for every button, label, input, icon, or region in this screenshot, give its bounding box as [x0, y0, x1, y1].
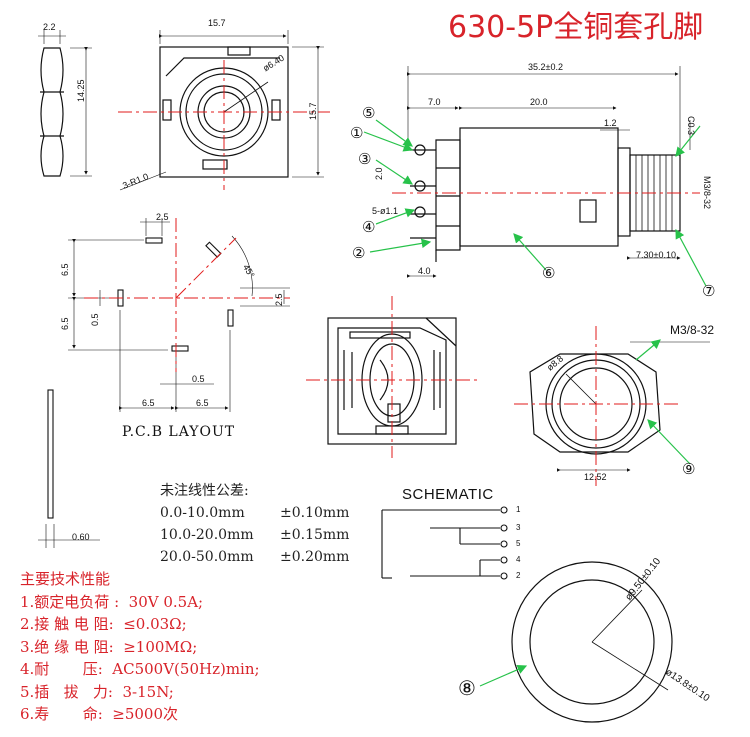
tolerance-value: ±0.20mm — [280, 549, 350, 565]
tolerance-block: 未注线性公差: 0.0-10.0mm ±0.10mm 10.0-20.0mm ±… — [160, 480, 349, 568]
pcb-dim-2-5a: 2.5 — [156, 212, 169, 222]
leader-arrows — [363, 119, 707, 687]
tolerance-range: 0.0-10.0mm — [160, 505, 245, 521]
dim-2-2: 2.2 — [43, 22, 56, 32]
schematic-pin-4: 4 — [516, 555, 521, 564]
nut-centerlines — [514, 326, 680, 486]
dim-c0-3: C0.3 — [686, 116, 696, 136]
dim-15-7-top: 15.7 — [208, 18, 226, 28]
dim-m3-8-side: M3/8-32 — [702, 176, 712, 210]
spec-line: 1.额定电负荷 : 30V 0.5A; — [20, 592, 204, 611]
page-title: 630-5P全铜套孔脚 — [448, 10, 704, 45]
callout-2: ② — [352, 244, 366, 262]
tolerance-row: 0.0-10.0mm ±0.10mm — [160, 502, 349, 524]
pcb-dim-0-5a: 0.5 — [90, 313, 100, 326]
callout-5: ⑤ — [362, 104, 376, 122]
pcb-dim-6-5d: 6.5 — [196, 398, 209, 408]
tolerance-value: ±0.10mm — [280, 505, 350, 521]
schematic-pin-3: 3 — [516, 523, 521, 532]
schematic-lines — [381, 506, 508, 580]
tolerance-value: ±0.15mm — [280, 527, 350, 543]
dim-4-0: 4.0 — [418, 266, 431, 276]
callout-7: ⑦ — [702, 282, 716, 300]
tolerance-range: 20.0-50.0mm — [160, 549, 254, 565]
tolerance-heading: 未注线性公差: — [160, 483, 249, 499]
pin-detail — [38, 389, 100, 548]
pcb-centerlines — [84, 218, 290, 372]
nut-dim-12-52: 12.52 — [584, 472, 607, 482]
dim-7-0: 7.0 — [428, 97, 441, 107]
dim-2-0: 2.0 — [374, 167, 384, 180]
schematic-pin-1: 1 — [516, 505, 521, 514]
dim-5-1-1: 5-ø1.1 — [372, 206, 399, 216]
pcb-dim-6-5a: 6.5 — [60, 263, 70, 276]
dim-14-25: 14.25 — [76, 79, 86, 102]
front-centerlines — [118, 60, 330, 190]
dim-20-0: 20.0 — [530, 97, 548, 107]
pcb-dim-0-5b: 0.5 — [192, 374, 205, 384]
pcb-dim-2-5b: 2.5 — [274, 293, 284, 306]
nut-side-view — [38, 30, 92, 177]
jack-side-view — [407, 66, 691, 278]
callout-4: ④ — [362, 218, 376, 236]
specs-block: 主要技术性能 1.额定电负荷 : 30V 0.5A; 2.接 触 电 阻: ≤0… — [20, 568, 260, 726]
dim-7-30: 7.30±0.10 — [636, 250, 676, 260]
callout-9: ⑨ — [682, 460, 696, 478]
tolerance-row: 20.0-50.0mm ±0.20mm — [160, 546, 349, 568]
schematic-title: SCHEMATIC — [402, 486, 494, 503]
rear-centerlines — [306, 296, 478, 458]
dim-35-2: 35.2±0.2 — [528, 62, 563, 72]
tolerance-row: 10.0-20.0mm ±0.15mm — [160, 524, 349, 546]
schematic-pin-2: 2 — [516, 571, 521, 580]
tolerance-range: 10.0-20.0mm — [160, 527, 254, 543]
spec-line: 2.接 触 电 阻: ≤0.03Ω; — [20, 615, 187, 633]
callout-1: ① — [350, 124, 364, 142]
nut-dim-m3-8-32: M3/8-32 — [670, 323, 715, 337]
pcb-dim-6-5c: 6.5 — [142, 398, 155, 408]
callout-3: ③ — [358, 150, 372, 168]
dim-1-2: 1.2 — [604, 118, 617, 128]
specs-heading: 主要技术性能 — [20, 570, 111, 588]
spec-line: 6.寿 命: ≥5000次 — [20, 705, 179, 723]
dim-15-7-side: 15.7 — [308, 102, 318, 120]
spec-line: 5.插 拔 力: 3-15N; — [20, 682, 174, 701]
spec-line: 3.绝 缘 电 阻: ≥100MΩ; — [20, 637, 198, 656]
spec-line: 4.耐 压: AC500V(50Hz)min; — [20, 660, 260, 678]
schematic-pin-5: 5 — [516, 539, 521, 548]
callout-6: ⑥ — [542, 264, 556, 282]
pcb-dim-6-5b: 6.5 — [60, 317, 70, 330]
pin-dim-0-60: 0.60 — [72, 532, 90, 542]
washer-view — [511, 561, 673, 723]
callout-8: ⑧ — [458, 676, 476, 700]
pcb-layout-label: P.C.B LAYOUT — [122, 424, 236, 440]
jack-front-view — [119, 30, 324, 191]
pcb-layout — [68, 218, 290, 412]
